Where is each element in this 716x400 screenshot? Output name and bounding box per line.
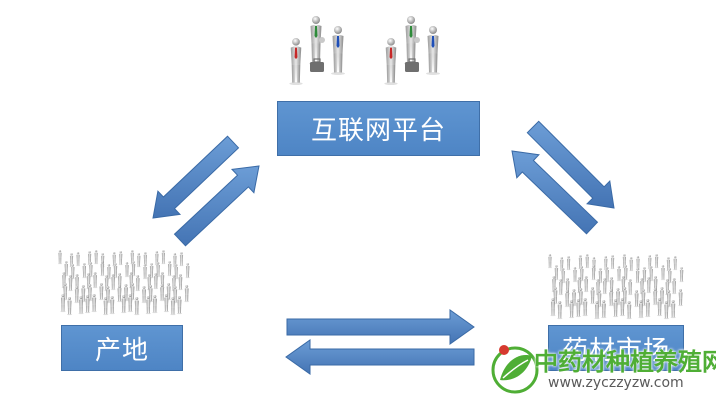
flow-arrow: [526, 120, 615, 209]
business-people-handshake-icon: [289, 16, 345, 86]
internet-platform-box: 互联网平台: [277, 101, 480, 156]
flow-arrow: [152, 135, 240, 219]
crowd-of-people-icon: [547, 254, 684, 320]
origin-label: 产地: [94, 335, 149, 366]
watermark-url: www.zyczzyzw.com: [548, 375, 684, 391]
herb-market-label: 药材市场: [561, 335, 670, 366]
flow-arrow: [173, 165, 260, 247]
herb-market-box: 药材市场: [548, 325, 684, 371]
crowd-of-people-icon: [57, 250, 190, 316]
internet-platform-label: 互联网平台: [310, 116, 446, 146]
flow-arrow: [511, 150, 599, 235]
leaf-logo-icon: [491, 345, 539, 394]
origin-box: 产地: [61, 325, 183, 371]
flow-arrow: [285, 339, 475, 375]
business-people-handshake-icon: [384, 16, 440, 86]
watermark-site-name: 中药材种植养殖网: [534, 348, 716, 376]
flow-arrows: [152, 120, 615, 375]
flow-arrow: [286, 309, 475, 345]
